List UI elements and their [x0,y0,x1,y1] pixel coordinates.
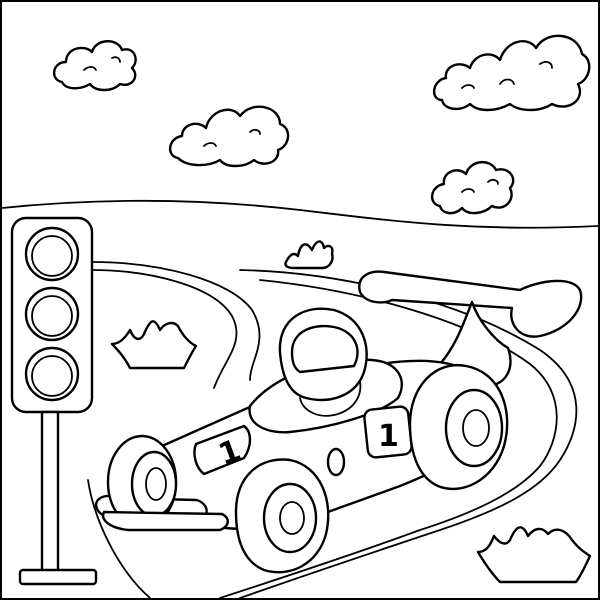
rear-right-wheel [408,363,509,491]
grass-tuft-back [284,240,334,270]
front-left-wheel [106,434,178,530]
car-side-number: 1 [378,419,399,454]
traffic-light [10,216,98,586]
horizon-line [1,199,599,229]
cloud-middle-right [431,161,515,215]
front-right-wheel [234,458,330,574]
grass-tuft-right [476,526,592,584]
grass-tuft-left [110,320,198,370]
cloud-top-left [53,40,137,92]
cloud-top-right [433,34,591,112]
cloud-middle-left [169,105,290,168]
race-car [94,270,583,574]
